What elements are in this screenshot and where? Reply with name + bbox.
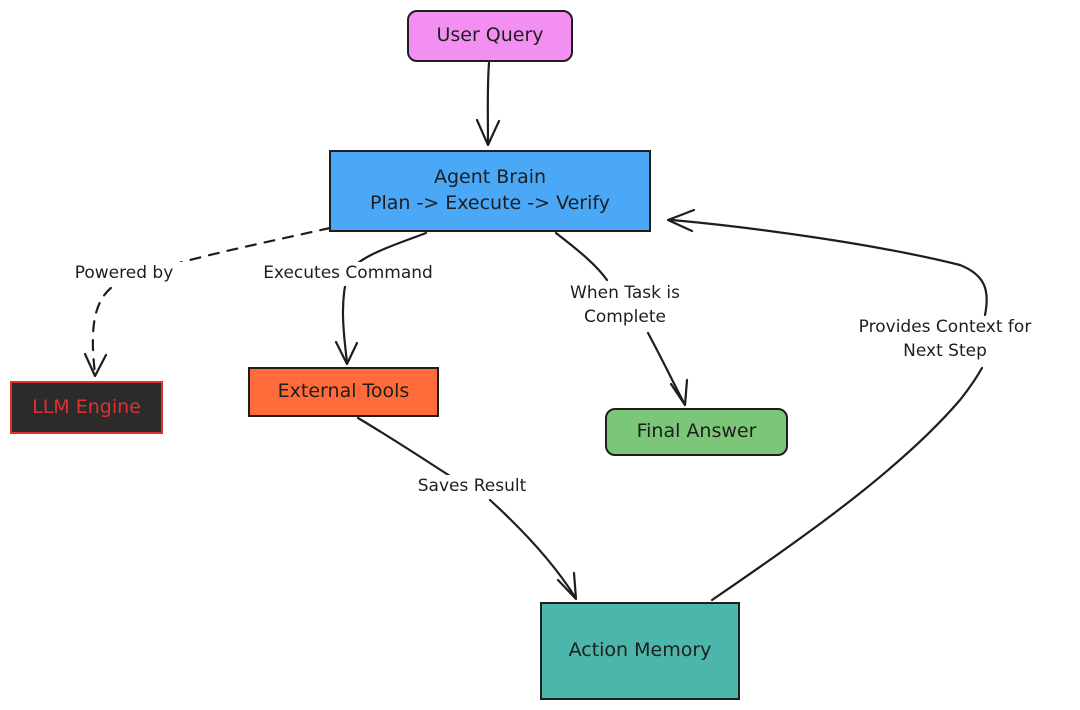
edge-brain-to-tools <box>334 231 428 366</box>
provides-context-line2: Next Step <box>903 340 987 361</box>
action-memory-node: Action Memory <box>540 602 740 700</box>
saves-result-text: Saves Result <box>417 476 527 496</box>
llm-engine-label: LLM Engine <box>32 395 141 418</box>
edge-label-executes-command: Executes Command <box>244 262 452 286</box>
edge-query-to-brain <box>475 61 501 147</box>
agent-brain-subtitle: Plan -> Execute -> Verify <box>369 192 610 214</box>
external-tools-label: External Tools <box>277 380 410 403</box>
edge-label-provides-context: Provides Context for Next Step <box>822 316 1068 364</box>
edge-brain-to-final <box>554 231 689 407</box>
task-complete-line2: Complete <box>584 306 666 327</box>
edge-brain-to-llm <box>83 226 332 378</box>
external-tools-node: External Tools <box>248 367 439 417</box>
agent-brain-node: Agent Brain Plan -> Execute -> Verify <box>329 150 651 232</box>
final-answer-node: Final Answer <box>605 408 788 456</box>
task-complete-line1: When Task is <box>570 283 680 303</box>
powered-by-text: Powered by <box>74 263 174 283</box>
edge-tools-to-memory <box>356 416 578 601</box>
action-memory-label: Action Memory <box>568 639 712 662</box>
llm-engine-node: LLM Engine <box>10 381 163 434</box>
executes-command-text: Executes Command <box>263 263 433 283</box>
user-query-node: User Query <box>407 10 573 62</box>
edge-label-saves-result: Saves Result <box>394 475 550 499</box>
edge-label-task-complete: When Task is Complete <box>545 282 705 330</box>
edge-label-powered-by: Powered by <box>60 262 188 286</box>
provides-context-line1: Provides Context for <box>858 317 1032 337</box>
agent-brain-title: Agent Brain <box>433 166 547 189</box>
final-answer-label: Final Answer <box>636 420 757 443</box>
edge-memory-to-brain <box>666 208 988 602</box>
user-query-label: User Query <box>436 24 544 47</box>
